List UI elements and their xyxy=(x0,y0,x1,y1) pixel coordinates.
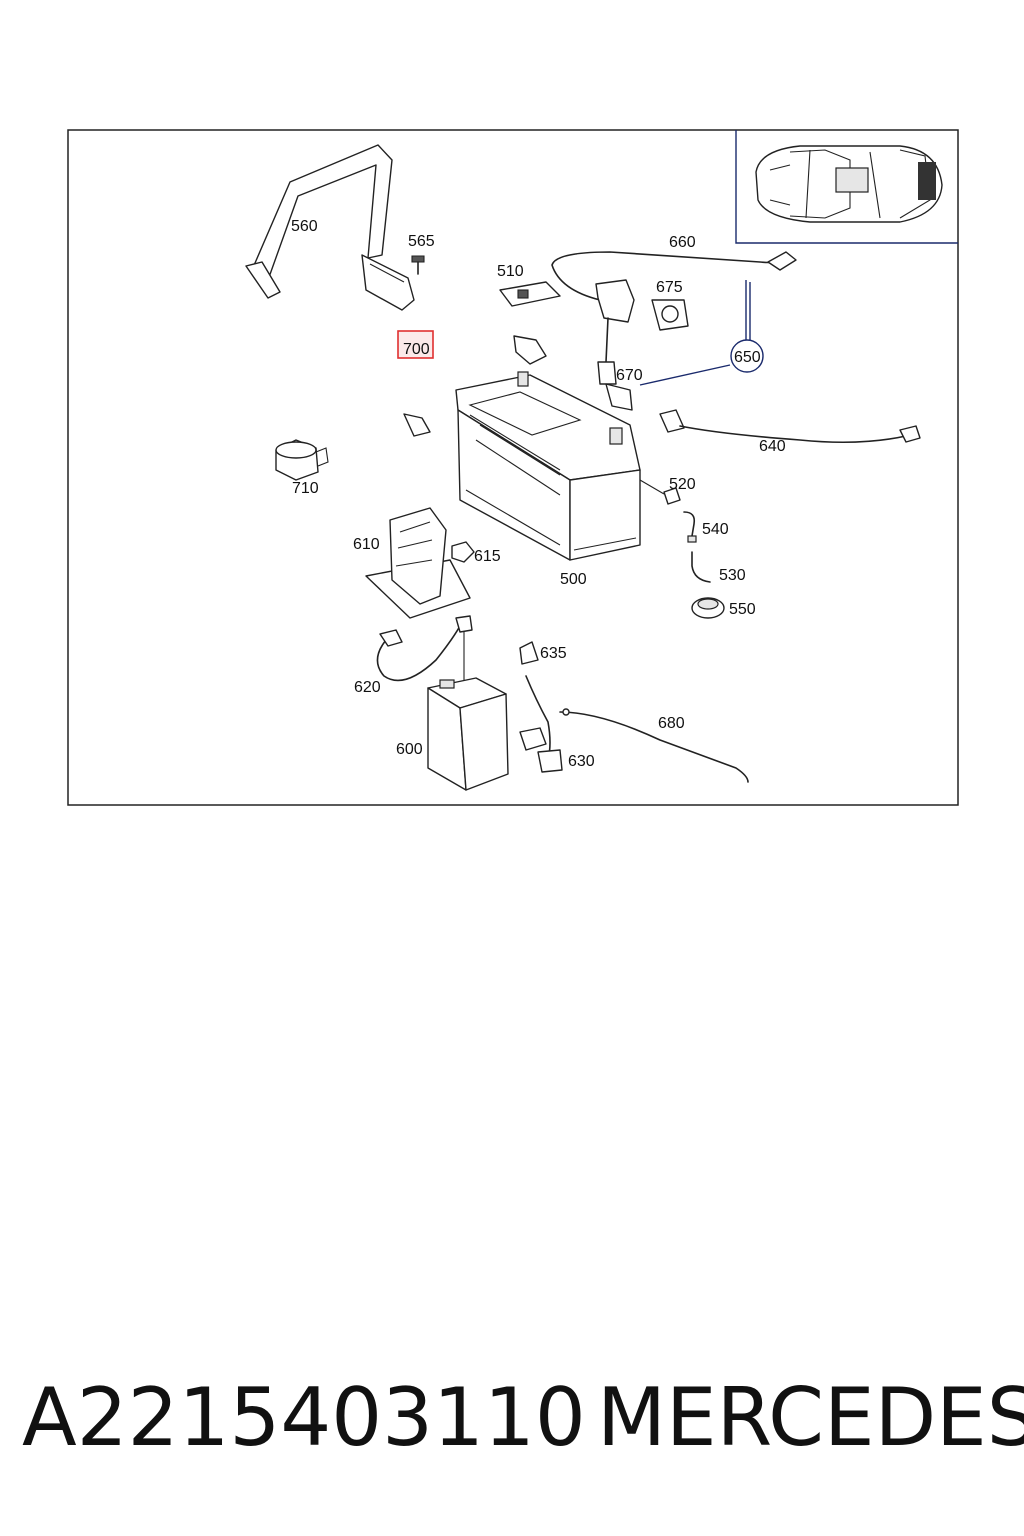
part-520-vent-plug xyxy=(639,479,681,505)
callout-700: 700 xyxy=(403,341,430,358)
part-630-harness xyxy=(519,675,563,773)
callout-660: 660 xyxy=(669,234,696,251)
callout-620: 620 xyxy=(354,679,381,696)
callout-680: 680 xyxy=(658,715,685,732)
callout-650: 650 xyxy=(734,349,761,366)
callout-540: 540 xyxy=(702,521,729,538)
part-500-battery xyxy=(455,371,641,561)
part-540-elbow xyxy=(683,511,697,543)
leader-650 xyxy=(639,280,751,386)
part-550-grommet xyxy=(691,597,725,619)
part-640-cable xyxy=(659,409,921,444)
callout-560: 560 xyxy=(291,218,318,235)
part-620-cable xyxy=(376,615,473,682)
callout-635: 635 xyxy=(540,645,567,662)
part-530-hose xyxy=(691,551,711,583)
callout-640: 640 xyxy=(759,438,786,455)
part-number: A2215403110 xyxy=(22,1371,586,1464)
caption-bar: A2215403110 MERCEDES xyxy=(0,1370,1024,1470)
part-675-clip xyxy=(651,299,689,331)
callout-670: 670 xyxy=(616,367,643,384)
part-510-cover xyxy=(499,281,561,307)
part-600-aux-battery xyxy=(427,677,509,791)
part-560-strap xyxy=(245,144,393,299)
part-610-battery-tray xyxy=(365,507,471,619)
callout-615: 615 xyxy=(474,548,501,565)
part-615-nut xyxy=(451,541,475,563)
callout-710: 710 xyxy=(292,480,319,497)
part-660-cable xyxy=(551,251,797,301)
brand-name: MERCEDES xyxy=(597,1371,1024,1464)
callout-500: 500 xyxy=(560,571,587,588)
callout-530: 530 xyxy=(719,567,746,584)
callout-630: 630 xyxy=(568,753,595,770)
callout-520: 520 xyxy=(669,476,696,493)
car-location-inset xyxy=(735,130,958,244)
callout-510: 510 xyxy=(497,263,524,280)
highlight-box-700 xyxy=(397,330,434,359)
part-635-cap xyxy=(519,641,539,665)
callout-610: 610 xyxy=(353,536,380,553)
callout-600: 600 xyxy=(396,741,423,758)
part-565-bracket xyxy=(361,254,425,311)
callout-565: 565 xyxy=(408,233,435,250)
part-680-rod xyxy=(559,708,749,783)
parts-diagram: 560 565 510 660 675 700 650 670 640 710 … xyxy=(67,129,959,806)
callout-550: 550 xyxy=(729,601,756,618)
part-700-ground-cable xyxy=(350,315,547,437)
callout-675: 675 xyxy=(656,279,683,296)
callout-ring-650 xyxy=(730,339,764,373)
part-710-relay xyxy=(275,439,329,481)
part-670-terminal xyxy=(595,279,635,411)
